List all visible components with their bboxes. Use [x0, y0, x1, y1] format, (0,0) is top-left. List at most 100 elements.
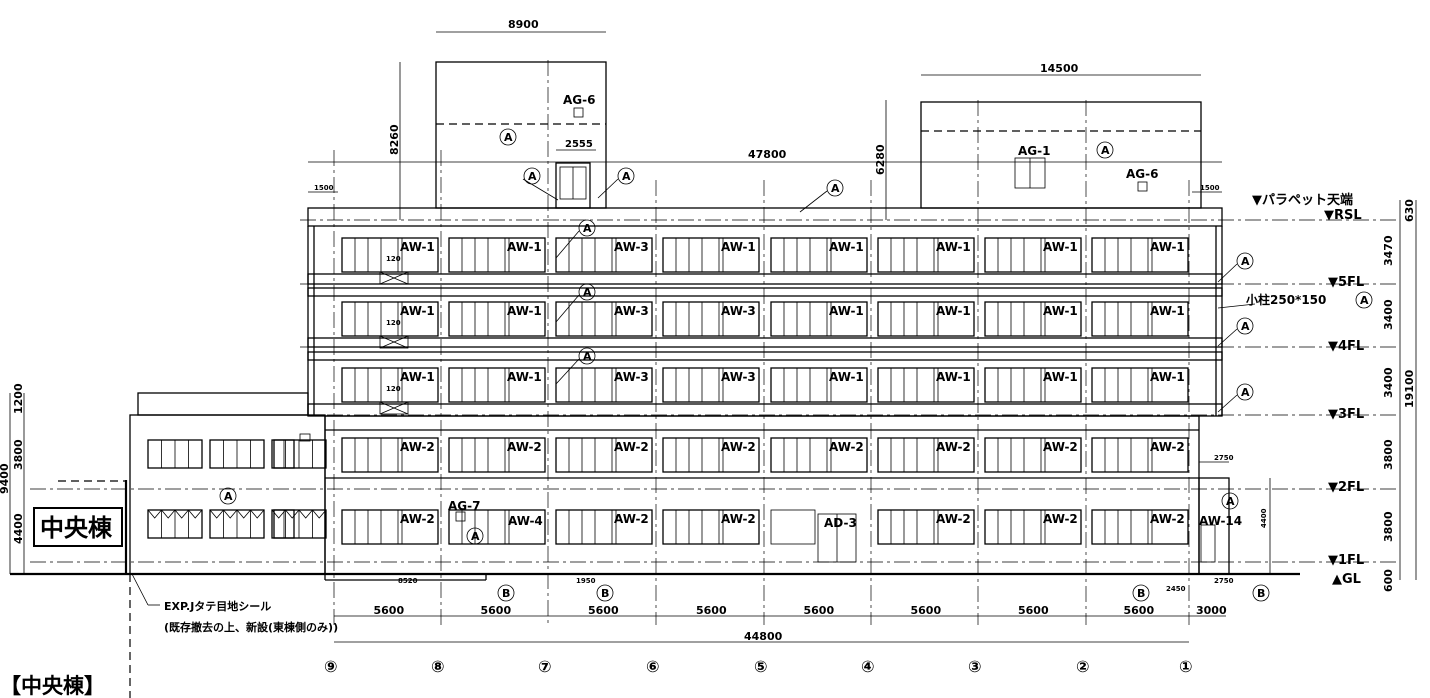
dim-total-44800: 44800 [744, 630, 783, 643]
window-tag-aw1: AW-1 [829, 240, 864, 254]
marker-circle [219, 487, 237, 505]
dim-span: 5600 [1018, 604, 1049, 617]
marker-circle [578, 283, 596, 301]
marker-label: A [1241, 255, 1250, 268]
dim-span: 5600 [588, 604, 619, 617]
dim-edge-left: 1500 [314, 184, 334, 192]
level-5fl: ▼5FL [1328, 275, 1364, 290]
window-tag-aw1: AW-1 [936, 370, 971, 384]
marker-label: A [1226, 495, 1235, 508]
dim-120: 120 [386, 255, 401, 263]
window-tag-aw3: AW-3 [721, 304, 756, 318]
dim-8520: 8520 [398, 577, 418, 585]
level-1fl: ▼1FL [1328, 553, 1364, 568]
window-tag-aw1: AW-1 [507, 370, 542, 384]
marker-circle [578, 219, 596, 237]
dim-left-1200: 1200 [12, 383, 25, 414]
marker-circle [1221, 492, 1239, 510]
dim-edge-right: 1500 [1200, 184, 1220, 192]
window-tag-aw2: AW-2 [936, 440, 971, 454]
dim-3470: 3470 [1382, 235, 1395, 266]
window-tag-aw2: AW-2 [507, 440, 542, 454]
dim-span: 5600 [804, 604, 835, 617]
left-wing-windows [147, 433, 327, 539]
marker-circle [497, 584, 515, 602]
dim-19100: 19100 [1403, 369, 1416, 408]
window-tag-aw1: AW-1 [829, 370, 864, 384]
dimension-lines [9, 31, 1417, 643]
dim-120: 120 [386, 319, 401, 327]
axis-label: ④ [861, 657, 875, 676]
window-tag-aw2: AW-2 [614, 512, 649, 526]
marker-label: B [1257, 587, 1265, 600]
window-tag-aw1: AW-1 [507, 304, 542, 318]
tag-column-note: 小柱250*150 [1246, 292, 1326, 307]
window-tag-aw2: AW-2 [400, 440, 435, 454]
building-label-box [33, 507, 123, 547]
marker-label: A [583, 350, 592, 363]
marker-label: A [622, 170, 631, 183]
marker-label: A [583, 286, 592, 299]
level-gl: ▲GL [1332, 572, 1361, 587]
window-tag-aw1: AW-1 [507, 240, 542, 254]
drawing-title: 【中央棟】 [0, 674, 105, 698]
dim-630: 630 [1403, 199, 1416, 222]
window-tag-aw1: AW-1 [1043, 304, 1078, 318]
marker-label: A [224, 490, 233, 503]
level-4fl: ▼4FL [1328, 339, 1364, 354]
level-3fl: ▼3FL [1328, 407, 1364, 422]
marker-circle [617, 167, 635, 185]
window-tag-aw3: AW-3 [614, 240, 649, 254]
window-tag-aw2: AW-2 [400, 512, 435, 526]
dim-3800-a: 3800 [1382, 439, 1395, 470]
marker-circle [1355, 291, 1373, 309]
tag-aw14: AW-14 [1199, 514, 1242, 528]
dim-3400-a: 3400 [1382, 299, 1395, 330]
dim-left-4400: 4400 [12, 513, 25, 544]
window-tag-aw2: AW-2 [936, 512, 971, 526]
marker-label: B [1137, 587, 1145, 600]
dim-left-3800: 3800 [12, 439, 25, 470]
window-tag-aw3: AW-3 [721, 370, 756, 384]
marker-circle [826, 179, 844, 197]
window-tag-aw1: AW-1 [400, 240, 435, 254]
level-2fl: ▼2FL [1328, 480, 1364, 495]
dim-span: 5600 [374, 604, 405, 617]
dim-3800-b: 3800 [1382, 511, 1395, 542]
dim-2450: 2450 [1166, 585, 1186, 593]
window-tag-aw2: AW-2 [1043, 512, 1078, 526]
marker-label: A [471, 530, 480, 543]
marker-circle [1236, 252, 1254, 270]
dim-span: 5600 [481, 604, 512, 617]
tag-ag6-right: AG-6 [1126, 167, 1158, 181]
window-tag-aw2: AW-2 [1150, 512, 1185, 526]
window-tag-aw3: AW-3 [614, 304, 649, 318]
marker-circle [499, 128, 517, 146]
level-rsl: ▼RSL [1324, 208, 1362, 223]
window-tag-aw2: AW-2 [1043, 440, 1078, 454]
dim-left-9400: 9400 [0, 463, 11, 494]
window-tag-aw1: AW-1 [400, 304, 435, 318]
dim-entry-4400: 4400 [1260, 508, 1268, 528]
dim-span: 5600 [1124, 604, 1155, 617]
window-tag-aw1: AW-1 [1150, 304, 1185, 318]
dim-2750: 2750 [1214, 577, 1234, 585]
window-tag-aw1: AW-1 [1150, 240, 1185, 254]
marker-label: A [1241, 386, 1250, 399]
window-tag-aw1: AW-1 [1150, 370, 1185, 384]
tag-aw4: AW-4 [508, 514, 543, 528]
window-tag-aw1: AW-1 [721, 240, 756, 254]
marker-label: A [1241, 320, 1250, 333]
level-parapet: ▼パラペット天端 [1252, 192, 1353, 208]
window-tag-aw1: AW-1 [1043, 240, 1078, 254]
marker-label: A [583, 222, 592, 235]
window-tag-aw2: AW-2 [721, 440, 756, 454]
marker-label: B [601, 587, 609, 600]
dim-right-height: 6280 [874, 144, 887, 175]
dim-penthouse-right: 14500 [1040, 62, 1079, 75]
